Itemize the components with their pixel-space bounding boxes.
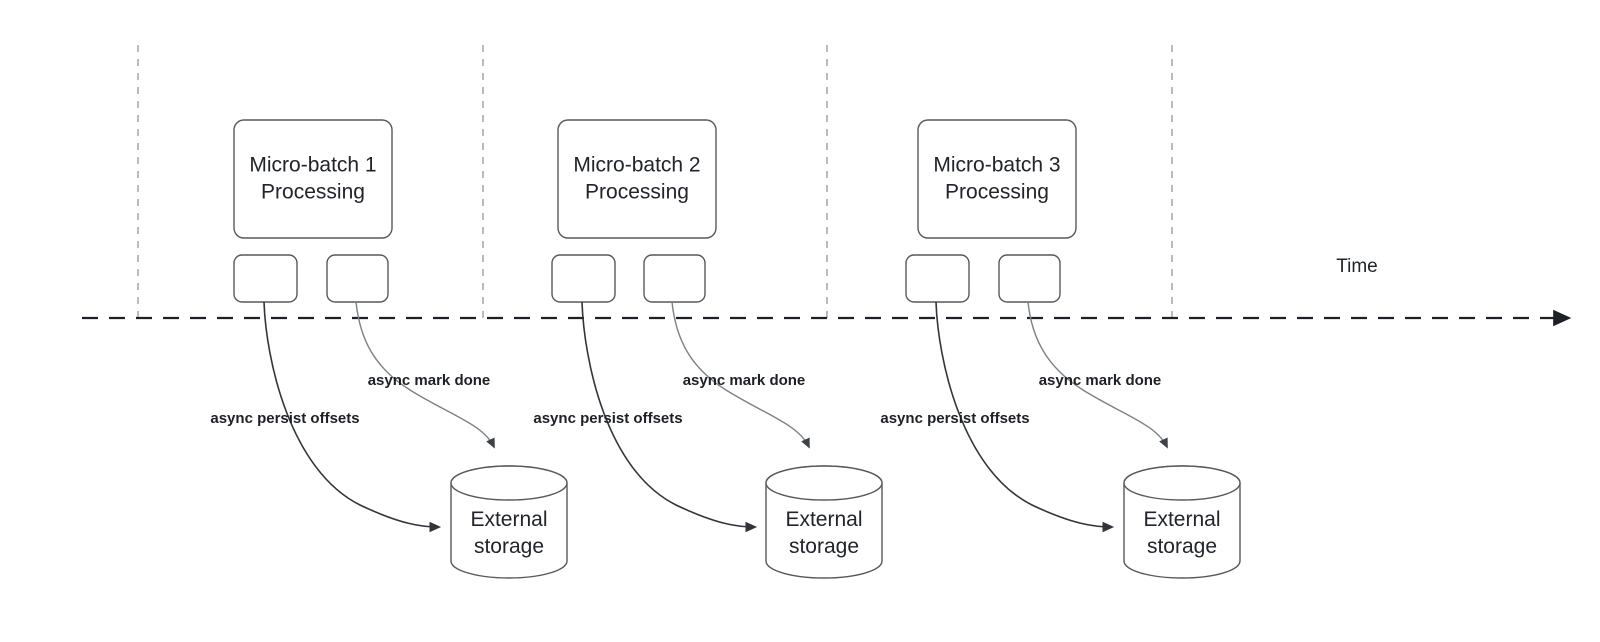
external-storage-1-line1: External <box>470 508 547 531</box>
micro-batch-2-processing-line2: Processing <box>585 181 689 204</box>
group-1: Micro-batch 1 Processing async persist off… <box>210 119 568 579</box>
external-storage-1-line2: storage <box>474 535 544 558</box>
edge-mark-done-3-label: async mark done <box>1039 372 1162 389</box>
timeline-label: Time <box>1336 256 1378 277</box>
micro-batch-boundaries <box>137 45 1173 318</box>
edge-mark-done-2-label: async mark done <box>683 372 806 389</box>
task-persist-offsets-2[interactable] <box>551 254 616 303</box>
micro-batch-3-processing[interactable] <box>917 119 1077 239</box>
external-storage-2-line2: storage <box>789 535 859 558</box>
task-persist-offsets-3[interactable] <box>905 254 970 303</box>
timeline-axis: Time <box>82 256 1572 327</box>
task-mark-done-2[interactable] <box>643 254 706 303</box>
edge-persist-offsets-1 <box>263 301 442 533</box>
micro-batch-1-processing-line2: Processing <box>261 181 365 204</box>
task-mark-done-3[interactable] <box>998 254 1061 303</box>
external-storage-3-line1: External <box>1143 508 1220 531</box>
group-2: Micro-batch 2 Processing async persist off… <box>533 119 883 579</box>
edge-mark-done-1-label: async mark done <box>368 372 491 389</box>
external-storage-3-line2: storage <box>1147 535 1217 558</box>
external-storage-2-line1: External <box>785 508 862 531</box>
edge-persist-offsets-3-label: async persist offsets <box>880 410 1029 427</box>
diagram-groups: Micro-batch 1 Processing async persist off… <box>210 119 1241 579</box>
micro-batch-1-processing-line1: Micro-batch 1 <box>249 154 376 177</box>
edge-persist-offsets-2 <box>581 301 758 533</box>
edge-persist-offsets-1-label: async persist offsets <box>210 410 359 427</box>
group-3: Micro-batch 3 Processing async persist off… <box>880 119 1241 579</box>
micro-batch-3-processing-line2: Processing <box>945 181 1049 204</box>
micro-batch-2-processing[interactable] <box>557 119 717 239</box>
edge-mark-done-1 <box>355 301 495 449</box>
external-storage-3-top <box>1123 465 1241 501</box>
external-storage-1-top <box>450 465 568 501</box>
micro-batch-1-processing[interactable] <box>233 119 393 239</box>
edge-persist-offsets-2-label: async persist offsets <box>533 410 682 427</box>
edge-persist-offsets-3 <box>935 301 1115 533</box>
task-persist-offsets-1[interactable] <box>233 254 298 303</box>
task-mark-done-1[interactable] <box>326 254 389 303</box>
edge-mark-done-2 <box>671 301 810 449</box>
micro-batch-2-processing-line1: Micro-batch 2 <box>573 154 700 177</box>
edge-mark-done-3 <box>1027 301 1168 449</box>
external-storage-2-top <box>765 465 883 501</box>
micro-batch-3-processing-line1: Micro-batch 3 <box>933 154 1060 177</box>
